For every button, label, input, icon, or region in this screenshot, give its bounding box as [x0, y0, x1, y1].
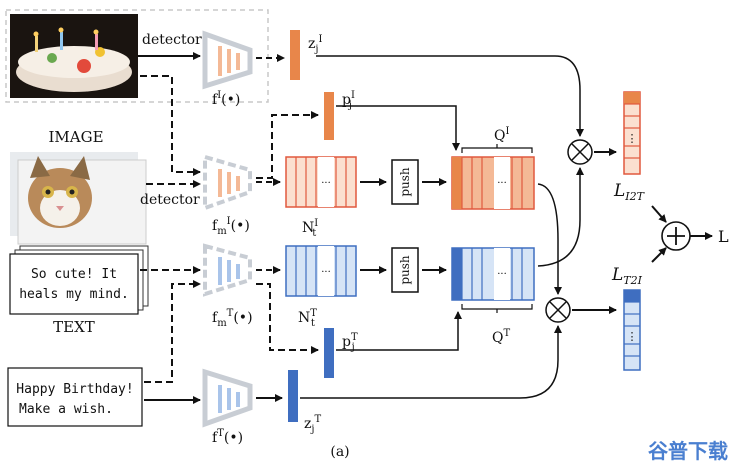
logits-T2I-dots: ⋮ [627, 330, 638, 343]
Q-image-dots: ··· [497, 178, 507, 189]
logits-T2I [623, 289, 641, 371]
image-title: IMAGE [48, 128, 103, 146]
cute-text-line2: heals my mind. [19, 287, 129, 302]
arrow-pI-to-QI [336, 105, 460, 151]
birthday-text-line2: Make a wish. [19, 402, 113, 417]
birthday-text-line1: Happy Birthday! [16, 382, 133, 397]
text-title: TEXT [53, 318, 95, 336]
z-image-vector [290, 30, 300, 80]
arrow-pT-to-QT [336, 311, 462, 351]
N-image-memory [285, 156, 357, 208]
logits-I2T [623, 91, 641, 175]
detector-label-bottom: detector [140, 192, 200, 208]
cake-photo [10, 14, 138, 98]
push-text-box [391, 247, 419, 293]
L-T2I-label: LT2I [611, 265, 643, 287]
N-text-dots: ··· [321, 267, 331, 278]
image-encoder-top [202, 30, 253, 90]
figure-caption: (a) [330, 444, 349, 460]
N-image-dots: ··· [321, 178, 331, 189]
cute-text-card: So cute! It heals my mind. [9, 245, 149, 315]
Q-image-queue [451, 156, 535, 210]
dashed-birthday-to-fm-text [144, 280, 201, 383]
sum-symbol [667, 227, 685, 245]
arrow-LT2I-to-sum [651, 247, 667, 263]
z-text-label: zjT [304, 414, 322, 435]
Q-image-brace [461, 144, 533, 153]
image-momentum-encoder [203, 154, 252, 211]
detector-label-top: detector [142, 32, 202, 48]
p-text-vector [324, 328, 334, 378]
push-text-label: push [398, 255, 412, 285]
dashed-to-pI [256, 111, 319, 179]
cute-text-line1: So cute! It [31, 267, 117, 282]
multiply-symbol-top [571, 143, 589, 161]
watermark-text: 谷普下载 [648, 439, 728, 463]
total-loss-label: L [718, 227, 729, 246]
Q-text-brace [461, 304, 533, 313]
fm-image-label: fmI(•) [212, 216, 250, 237]
fm-text-label: fmT(•) [212, 308, 253, 329]
f-text-label: fT(•) [212, 428, 243, 446]
push-image-box [391, 159, 419, 205]
logits-I2T-dots: ⋮ [627, 132, 638, 145]
Q-text-dots: ··· [497, 269, 507, 280]
cat-photo [10, 152, 147, 245]
birthday-text-card: Happy Birthday! Make a wish. [7, 367, 143, 427]
arrow-zI-to-multiply [316, 55, 584, 137]
L-I2T-label: LI2T [613, 181, 646, 203]
text-encoder-bottom [202, 368, 253, 428]
z-text-vector [288, 370, 298, 422]
arrow-zT-to-multiply-bottom [300, 325, 562, 399]
text-momentum-encoder [203, 243, 252, 297]
Q-text-queue [451, 247, 535, 301]
Q-image-label: QI [494, 126, 509, 144]
arrow-QI-to-multiply-bottom [537, 183, 562, 295]
arrow-LI2T-to-sum [651, 205, 667, 223]
f-image-label: fI(•) [212, 90, 240, 108]
image-input-frame [5, 9, 269, 103]
p-image-vector [324, 92, 334, 140]
Q-text-label: QT [492, 328, 510, 346]
multiply-symbol-bottom [549, 301, 567, 319]
dashed-cake-to-fm-image [140, 75, 201, 176]
N-text-memory [285, 245, 357, 297]
push-image-label: push [398, 167, 412, 197]
z-image-label: zjI [308, 34, 323, 55]
dashed-to-pT [256, 283, 319, 354]
arrow-QT-to-multiply-top [537, 167, 584, 267]
